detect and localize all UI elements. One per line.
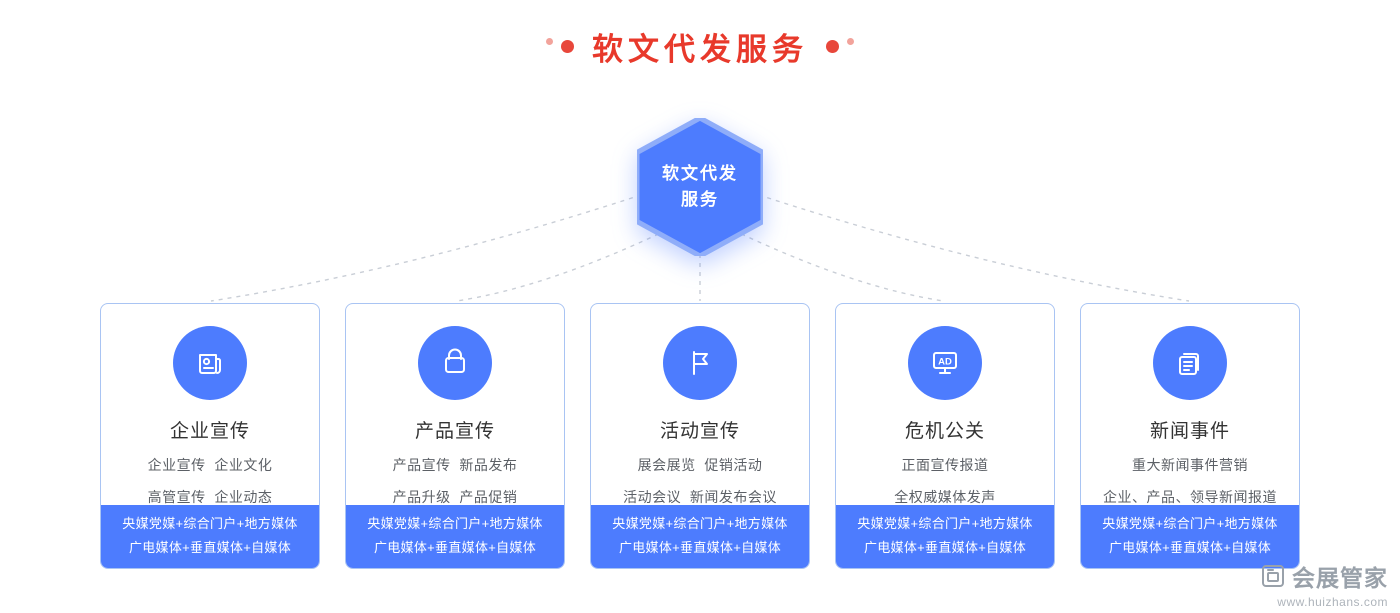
- card-desc-line-1: 企业宣传 企业文化: [147, 457, 273, 473]
- card-footer: 央媒党媒+综合门户+地方媒体 广电媒体+垂直媒体+自媒体: [1081, 505, 1299, 568]
- ad-screen-icon: AD: [933, 352, 957, 374]
- card-title: 产品宣传: [414, 421, 495, 442]
- flag-icon: [693, 351, 708, 375]
- service-cards-row: 企业宣传 企业宣传 企业文化 高管宣传 企业动态 央媒党媒+综合门户+地方媒体 …: [100, 303, 1300, 569]
- card-desc-line-2: 活动会议 新闻发布会议: [623, 489, 777, 505]
- watermark-url: www.huizhans.com: [1277, 595, 1388, 609]
- card-footer: 央媒党媒+综合门户+地方媒体 广电媒体+垂直媒体+自媒体: [591, 505, 809, 568]
- card-event-promotion: 活动宣传 展会展览 促销活动 活动会议 新闻发布会议 央媒党媒+综合门户+地方媒…: [590, 303, 810, 569]
- card-desc-line-2: 企业、产品、领导新闻报道: [1103, 489, 1277, 505]
- ad-label: AD: [938, 357, 952, 368]
- card-footer-line-2: 广电媒体+垂直媒体+自媒体: [863, 540, 1027, 555]
- shopping-bag-icon: [445, 348, 465, 373]
- card-news-events: 新闻事件 重大新闻事件营销 企业、产品、领导新闻报道 央媒党媒+综合门户+地方媒…: [1080, 303, 1300, 569]
- card-footer-line-1: 央媒党媒+综合门户+地方媒体: [612, 516, 788, 531]
- card-footer: 央媒党媒+综合门户+地方媒体 广电媒体+垂直媒体+自媒体: [836, 505, 1054, 568]
- hexagon-label-line1: 软文代发: [662, 164, 738, 183]
- title-right-small-dot: [847, 38, 854, 45]
- news-doc-icon: [1179, 353, 1199, 375]
- page-title: 软文代发服务: [592, 32, 808, 67]
- card-footer-line-1: 央媒党媒+综合门户+地方媒体: [367, 516, 543, 531]
- card-title: 危机公关: [904, 421, 985, 442]
- card-footer-line-2: 广电媒体+垂直媒体+自媒体: [128, 540, 292, 555]
- watermark-brand-name: 会展管家: [1292, 565, 1388, 591]
- card-icon-circle: [418, 326, 492, 400]
- card-footer: 央媒党媒+综合门户+地方媒体 广电媒体+垂直媒体+自媒体: [101, 505, 319, 568]
- hexagon-label: 软文代发 服务: [637, 118, 763, 256]
- title-left-dot: [561, 40, 574, 53]
- card-icon-circle: [173, 326, 247, 400]
- card-desc-line-2: 产品升级 产品促销: [392, 489, 518, 505]
- card-crisis-pr: AD 危机公关 正面宣传报道 全权威媒体发声 央媒党媒+综合门户+地方媒体 广电…: [835, 303, 1055, 569]
- title-left-small-dot: [546, 38, 553, 45]
- newspaper-icon: [199, 354, 221, 374]
- connector-card-5: [749, 191, 1190, 302]
- card-icon-circle: [1153, 326, 1227, 400]
- card-desc-line-2: 高管宣传 企业动态: [147, 489, 273, 505]
- hexagon-label-line2: 服务: [681, 190, 719, 209]
- card-title: 活动宣传: [659, 421, 740, 442]
- title-right-dot: [826, 40, 839, 53]
- central-hexagon-node: 软文代发 服务: [634, 115, 766, 259]
- card-desc-line-1: 重大新闻事件营销: [1132, 457, 1248, 473]
- card-title: 企业宣传: [169, 421, 250, 442]
- card-footer-line-1: 央媒党媒+综合门户+地方媒体: [1102, 516, 1278, 531]
- card-footer-line-1: 央媒党媒+综合门户+地方媒体: [857, 516, 1033, 531]
- card-footer-line-1: 央媒党媒+综合门户+地方媒体: [122, 516, 298, 531]
- card-desc-line-1: 展会展览 促销活动: [637, 457, 763, 473]
- watermark: 会展管家 www.huizhans.com: [1260, 559, 1388, 609]
- page-header: 软文代发服务: [0, 24, 1400, 69]
- connector-card-2: [455, 229, 668, 302]
- card-desc-line-1: 正面宣传报道: [901, 457, 989, 473]
- card-footer-line-2: 广电媒体+垂直媒体+自媒体: [618, 540, 782, 555]
- card-icon-circle: AD: [908, 326, 982, 400]
- card-desc-line-1: 产品宣传 新品发布: [392, 457, 518, 473]
- card-desc-line-2: 全权威媒体发声: [894, 489, 996, 505]
- card-title: 新闻事件: [1149, 421, 1230, 442]
- card-corporate-promotion: 企业宣传 企业宣传 企业文化 高管宣传 企业动态 央媒党媒+综合门户+地方媒体 …: [100, 303, 320, 569]
- connector-card-1: [210, 191, 651, 302]
- card-footer-line-2: 广电媒体+垂直媒体+自媒体: [373, 540, 537, 555]
- connector-card-4: [732, 229, 945, 302]
- card-footer: 央媒党媒+综合门户+地方媒体 广电媒体+垂直媒体+自媒体: [346, 505, 564, 568]
- watermark-logo-icon: [1262, 565, 1284, 587]
- card-product-promotion: 产品宣传 产品宣传 新品发布 产品升级 产品促销 央媒党媒+综合门户+地方媒体 …: [345, 303, 565, 569]
- card-footer-line-2: 广电媒体+垂直媒体+自媒体: [1108, 540, 1272, 555]
- card-icon-circle: [663, 326, 737, 400]
